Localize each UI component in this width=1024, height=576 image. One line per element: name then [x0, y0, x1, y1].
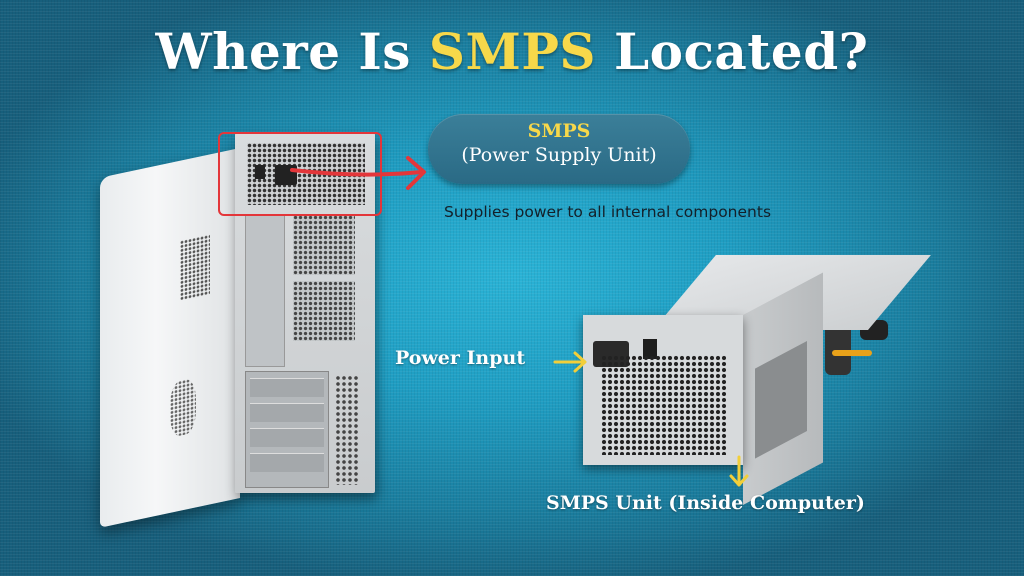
power-input-label: Power Input: [395, 347, 526, 369]
title-suffix: Located?: [596, 22, 869, 81]
arrow-right-icon: [290, 156, 426, 190]
desktop-tower-back-icon: [100, 128, 380, 528]
arrow-down-icon: [729, 455, 749, 487]
side-fan-vent: [170, 377, 196, 438]
psu-front-panel: [583, 315, 743, 465]
callout-title: SMPS: [527, 120, 591, 142]
vent-strip: [335, 375, 359, 485]
title-prefix: Where Is: [155, 22, 429, 81]
io-ports-panel: [245, 215, 285, 367]
power-switch-icon: [643, 339, 657, 359]
title-highlight: SMPS: [428, 22, 597, 81]
tower-psu-area: [247, 143, 365, 205]
arrow-right-icon: [553, 351, 587, 373]
power-switch-icon: [255, 165, 265, 179]
callout-subtitle: (Power Supply Unit): [461, 144, 657, 166]
callout-description: Supplies power to all internal component…: [444, 203, 772, 221]
smps-callout: SMPS (Power Supply Unit): [428, 114, 690, 184]
side-vent: [180, 234, 210, 301]
page-title: Where Is SMPS Located?: [0, 22, 1024, 81]
power-supply-unit-icon: [575, 255, 931, 505]
psu-label-sticker: [755, 340, 807, 459]
case-fan-icon: [293, 281, 355, 341]
case-fan-icon: [293, 215, 355, 275]
smps-unit-label: SMPS Unit (Inside Computer): [546, 492, 865, 514]
psu-fan-mesh: [601, 355, 726, 455]
expansion-slots: [245, 371, 329, 488]
tower-back-panel: [235, 133, 375, 493]
